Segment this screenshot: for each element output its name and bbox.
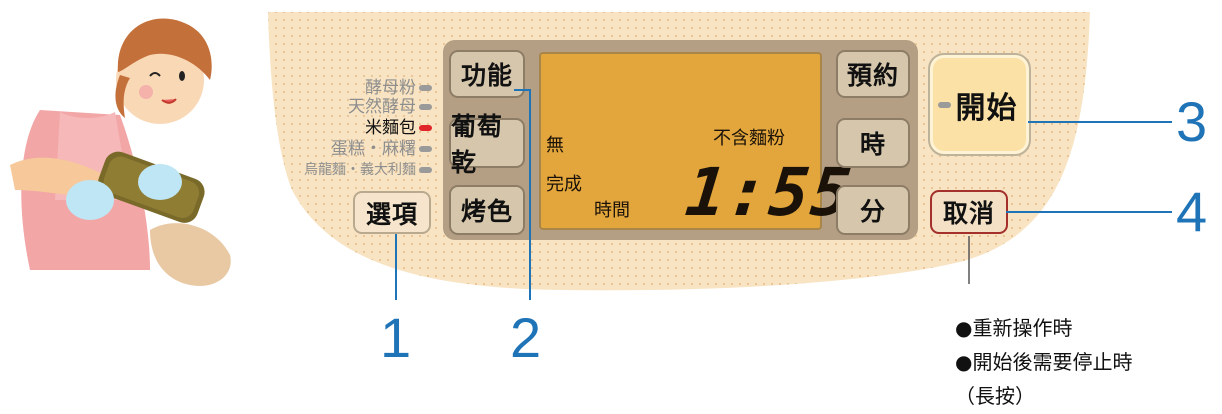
note-reset: ●重新操作時 (955, 316, 1073, 340)
callout-number-1: 1 (380, 306, 412, 369)
mode-indicator (419, 85, 432, 91)
mode-item-natural-yeast: 天然酵母 (348, 97, 432, 117)
mode-item-udon-pasta: 烏龍麵・義大利麵 (304, 160, 432, 180)
minute-button-label: 分 (859, 197, 886, 226)
woman-illustration (10, 18, 231, 286)
cancel-button[interactable]: 取消 (930, 190, 1008, 234)
raisin-button-label: 葡萄乾 (451, 112, 504, 177)
lcd-time-label: 時間 (594, 200, 630, 221)
lcd-no-flour-label: 不含麵粉 (713, 128, 785, 149)
cancel-button-label: 取消 (942, 199, 995, 228)
hour-button[interactable]: 時 (836, 118, 910, 168)
select-button-label: 選項 (365, 199, 418, 229)
note-long-press: （長按） (955, 384, 1035, 408)
lcd-none-label: 無 (546, 135, 564, 156)
raisin-button[interactable]: 葡萄乾 (449, 112, 525, 177)
mode-item-yeast: 酵母粉 (365, 78, 432, 98)
lcd-complete-label: 完成 (546, 174, 582, 195)
mode-indicator-active (419, 125, 432, 131)
mode-indicator (419, 104, 432, 110)
timer-reserve-button[interactable]: 預約 (836, 50, 910, 98)
mode-indicator (419, 167, 432, 173)
start-button-label: 開始 (955, 90, 1018, 126)
function-button[interactable]: 功能 (449, 50, 525, 98)
crust-color-button[interactable]: 烤色 (449, 185, 525, 235)
mode-list: 酵母粉 天然酵母 米麵包 蛋糕・麻糬 烏龍麵・義大利麵 (290, 78, 432, 188)
callout-number-4: 4 (1176, 180, 1208, 243)
start-button[interactable]: 開始 (928, 53, 1031, 156)
hour-button-label: 時 (859, 130, 886, 159)
mode-item-rice-bread: 米麵包 (365, 118, 432, 138)
select-button[interactable]: 選項 (353, 191, 431, 234)
note-stop-after-start: ●開始後需要停止時 (955, 350, 1133, 374)
mode-item-cake-mochi: 蛋糕・麻糬 (331, 139, 432, 159)
function-button-label: 功能 (460, 61, 513, 90)
callout-number-2: 2 (510, 306, 542, 369)
mode-indicator (419, 146, 432, 152)
minute-button[interactable]: 分 (836, 185, 910, 235)
start-indicator (938, 101, 951, 108)
callout-number-3: 3 (1176, 90, 1208, 153)
lcd-display (539, 52, 822, 230)
timer-reserve-button-label: 預約 (846, 61, 899, 90)
crust-color-button-label: 烤色 (460, 197, 513, 226)
